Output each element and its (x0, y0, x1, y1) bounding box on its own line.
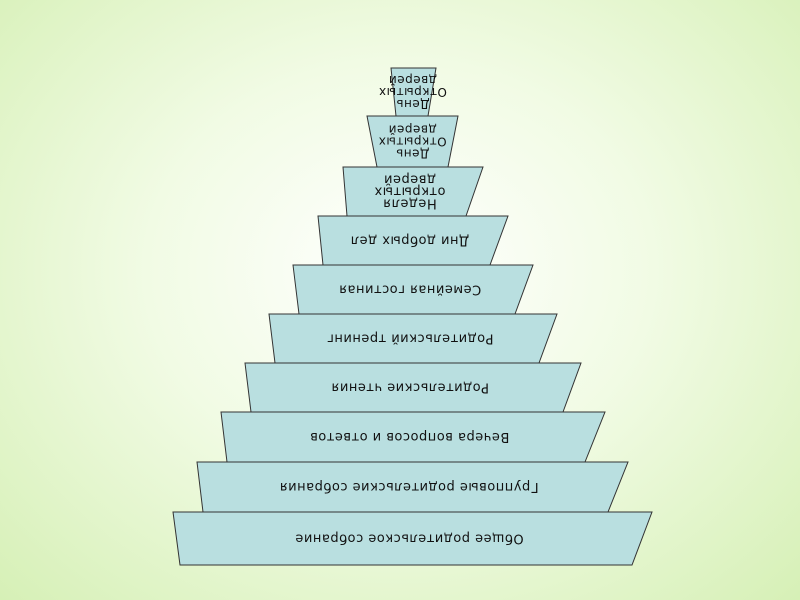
pyramid-level-label: Родительский тренинг (327, 331, 494, 346)
pyramid-level-label: Родительские чтения (331, 380, 489, 395)
pyramid-level-label: Вечера вопросов и ответов (310, 429, 510, 444)
pyramid-level-label: Дни добрых дел (350, 233, 469, 248)
pyramid-level-label: Неделяоткрытыхдверей (374, 172, 445, 211)
pyramid-level-5: Родительский тренинг (268, 313, 558, 364)
pyramid-level-label-line: День (396, 97, 430, 111)
pyramid-level-label-line: дверей (384, 172, 436, 187)
pyramid-tiers: Общее родительское собрание Групповые род… (172, 67, 653, 566)
pyramid-level-6: Семейная гостиная (292, 264, 534, 315)
pyramid-level-3: Вечера вопросов и ответов (220, 411, 606, 463)
pyramid-level-label-line: Открытых (379, 85, 447, 99)
pyramid-level-label-line: Родительский тренинг (327, 331, 494, 346)
pyramid-level-1: Общее родительское собрание (172, 511, 653, 566)
pyramid-level-label-line: дверей (388, 123, 437, 137)
pyramid-level-4: Родительские чтения (244, 362, 582, 413)
pyramid-level-label-line: Семейная гостиная (339, 282, 482, 297)
pyramid-level-label: ДеньОткрытыхдверей (379, 73, 447, 111)
pyramid-level-label-line: Неделя (383, 196, 437, 211)
pyramid-level-label-line: Дни добрых дел (350, 233, 469, 248)
pyramid-level-label-line: Родительские чтения (331, 380, 489, 395)
pyramid-level-label-line: открытых (374, 184, 445, 199)
pyramid-level-10: ДеньОткрытыхдверей (379, 67, 447, 117)
pyramid-level-label: ДеньОткрытыхдверей (378, 123, 446, 161)
pyramid-level-label-line: Открытых (378, 135, 446, 149)
pyramid-level-label: Общее родительское собрание (295, 531, 524, 546)
pyramid-level-label-line: День (396, 147, 430, 161)
pyramid-level-label-line: Общее родительское собрание (295, 531, 524, 546)
pyramid-level-label: Семейная гостиная (339, 282, 482, 297)
pyramid-level-8: Неделяоткрытыхдверей (342, 166, 484, 217)
pyramid-level-label-line: дверей (388, 73, 437, 87)
pyramid-level-label-line: Вечера вопросов и ответов (310, 429, 510, 444)
pyramid-level-label-line: Групповые родительские собрания (279, 479, 538, 494)
pyramid-level-label: Групповые родительские собрания (279, 479, 538, 494)
pyramid-level-7: Дни добрых дел (317, 215, 509, 266)
pyramid-level-shape (390, 67, 437, 117)
pyramid-level-9: ДеньОткрытыхдверей (366, 115, 459, 168)
pyramid-level-2: Групповые родительские собрания (196, 461, 629, 513)
